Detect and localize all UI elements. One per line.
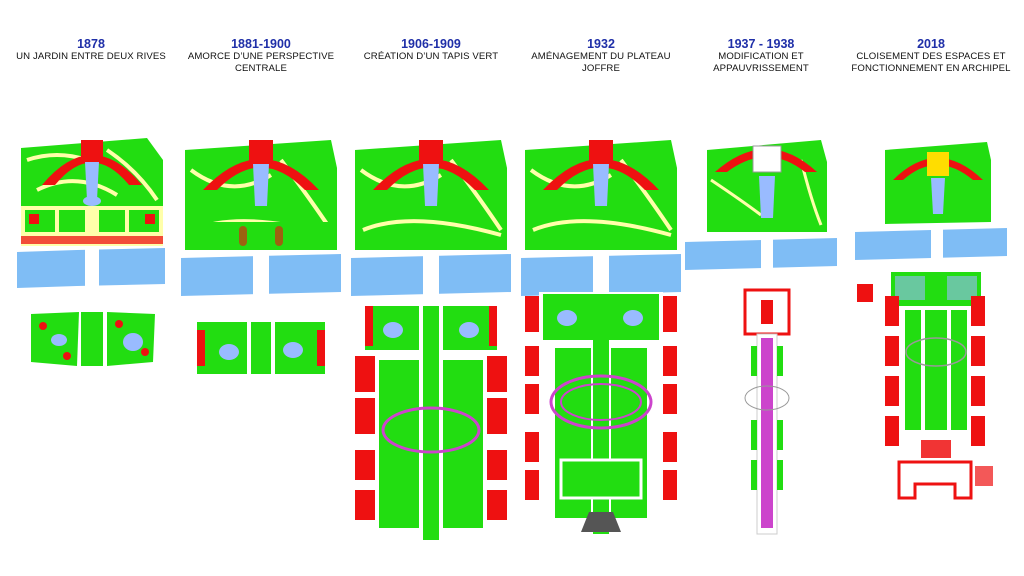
period-year: 1937 - 1938 — [727, 37, 795, 51]
period-1881-1900: 1881-1900 AMORCE D’UNE PERSPECTIVE CENTR… — [181, 0, 341, 576]
period-year: 1932 — [587, 37, 615, 51]
period-caption: CLOISEMENT DES ESPACES ET FONCTIONNEMENT… — [851, 51, 1011, 74]
plan-map-2018 — [855, 138, 1007, 534]
period-year: 2018 — [917, 37, 945, 51]
plan-map-1878 — [17, 138, 165, 366]
plan-map-1932 — [521, 140, 681, 536]
period-caption: AMORCE D’UNE PERSPECTIVE CENTRALE — [187, 51, 335, 74]
period-caption: MODIFICATION ET APPAUVRISSEMENT — [713, 51, 809, 74]
period-caption: CRÉATION D’UN TAPIS VERT — [363, 51, 499, 62]
period-1937-1938: 1937 - 1938 MODIFICATION ET APPAUVRISSEM… — [681, 0, 841, 576]
period-1878: 1878 UN JARDIN ENTRE DEUX RIVES — [16, 0, 166, 576]
plan-map-1906-1909 — [351, 140, 511, 540]
period-1906-1909: 1906-1909 CRÉATION D’UN TAPIS VERT — [351, 0, 511, 576]
period-1932: 1932 AMÉNAGEMENT DU PLATEAU JOFFRE — [521, 0, 681, 576]
period-year: 1906-1909 — [401, 37, 461, 51]
period-caption: UN JARDIN ENTRE DEUX RIVES — [16, 51, 166, 62]
plan-map-1881-1900 — [181, 140, 341, 374]
period-year: 1881-1900 — [231, 37, 291, 51]
plan-map-1937-1938 — [685, 140, 837, 535]
period-2018: 2018 CLOISEMENT DES ESPACES ET FONCTIONN… — [851, 0, 1011, 576]
period-year: 1878 — [77, 37, 105, 51]
period-caption: AMÉNAGEMENT DU PLATEAU JOFFRE — [531, 51, 671, 74]
